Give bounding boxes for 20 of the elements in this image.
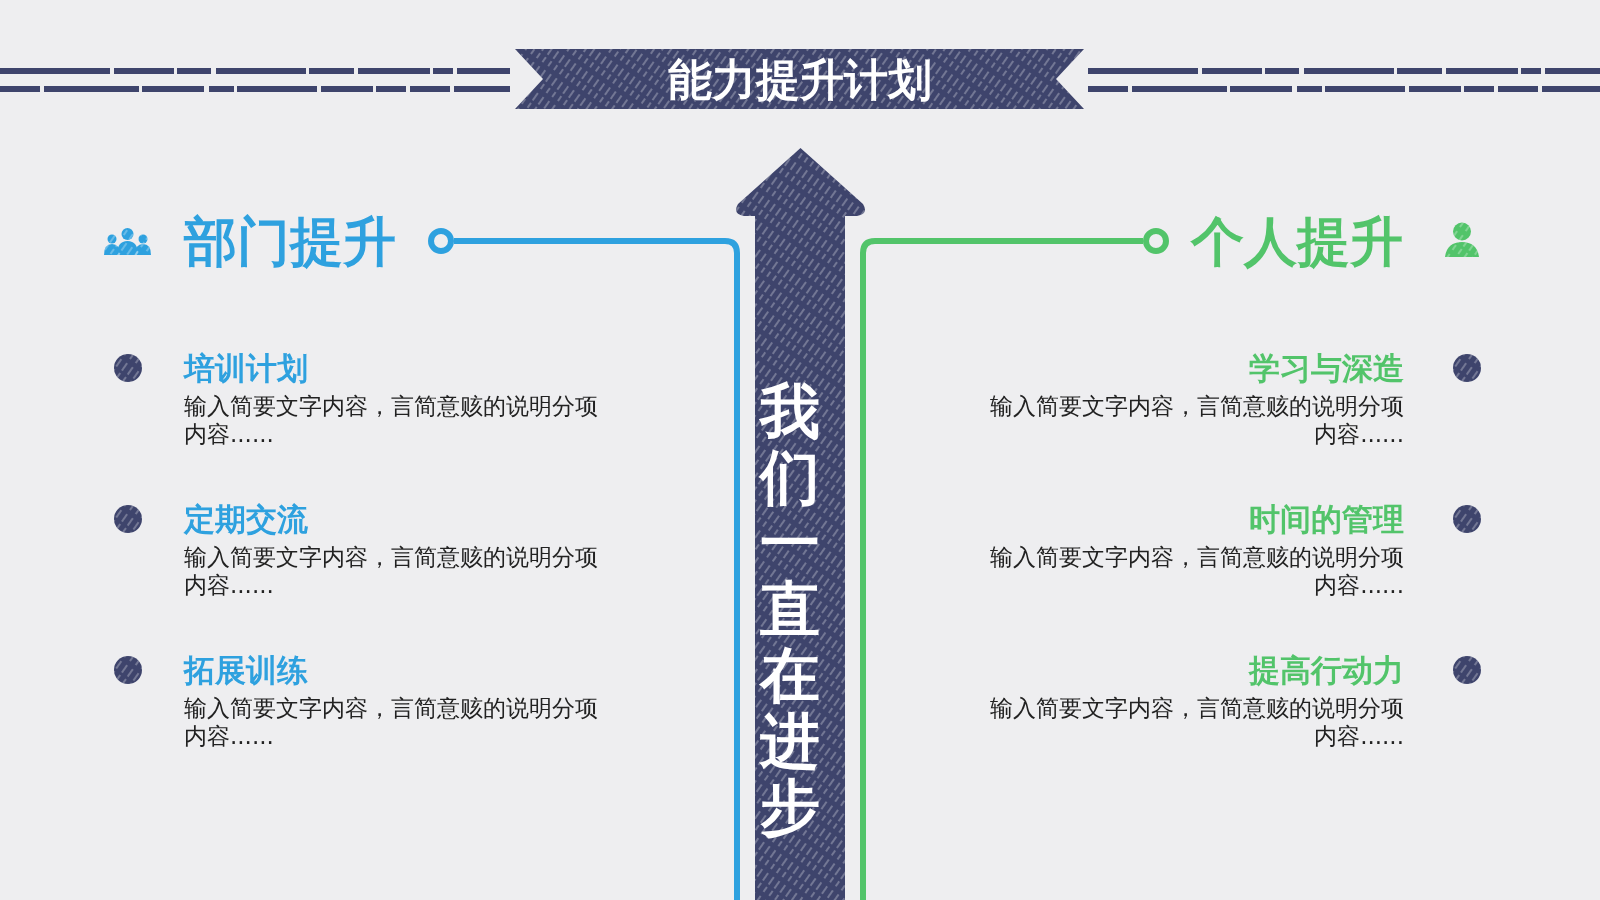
section-heading: 个人提升	[1191, 214, 1403, 270]
item-title: 培训计划	[184, 350, 308, 387]
connector-line	[860, 238, 1143, 900]
item-description: 输入简要文字内容，言简意赅的说明分项内容......	[989, 393, 1404, 448]
item-description: 输入简要文字内容，言简意赅的说明分项内容......	[184, 695, 599, 750]
item-title: 时间的管理	[1249, 501, 1404, 538]
item-description: 输入简要文字内容，言简意赅的说明分项内容......	[989, 695, 1404, 750]
item-title: 学习与深造	[1249, 350, 1404, 387]
item-title: 拓展训练	[184, 652, 308, 689]
ring-icon	[428, 228, 454, 254]
item-description: 输入简要文字内容，言简意赅的说明分项内容......	[184, 393, 599, 448]
item-description: 输入简要文字内容，言简意赅的说明分项内容......	[184, 544, 599, 599]
item-title: 提高行动力	[1249, 652, 1404, 689]
section-heading: 部门提升	[184, 214, 396, 270]
ring-icon	[1143, 228, 1169, 254]
vertical-slogan: 我们一直在进步	[760, 378, 820, 840]
item-title: 定期交流	[184, 501, 308, 538]
item-description: 输入简要文字内容，言简意赅的说明分项内容......	[989, 544, 1404, 599]
connector-line	[454, 238, 740, 900]
title: 能力提升计划	[668, 56, 932, 104]
